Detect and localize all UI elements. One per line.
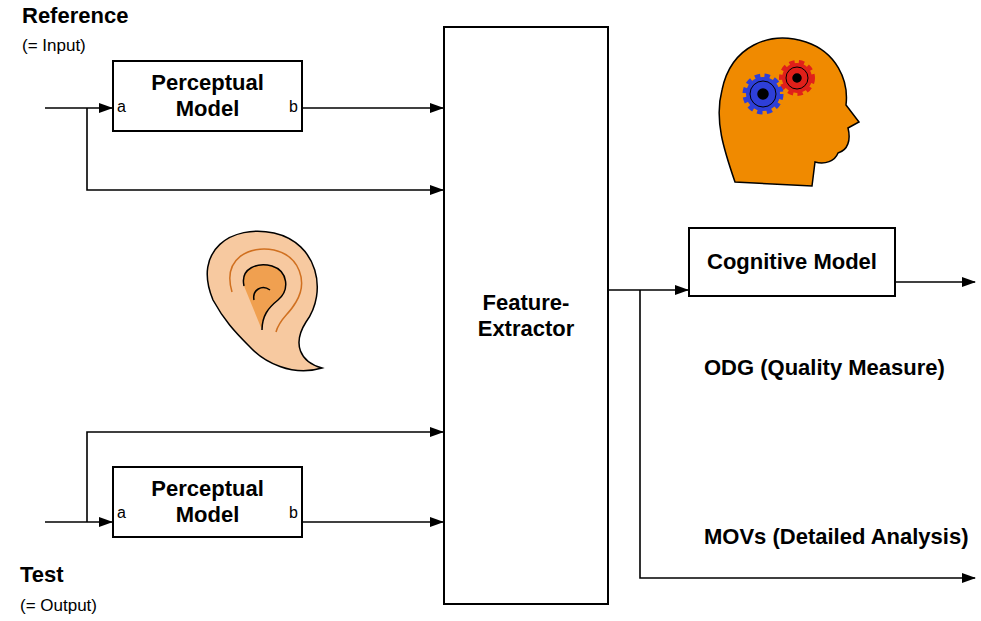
feature-extractor-box: Feature-Extractor xyxy=(443,26,609,605)
output-label: ODG (Quality Measure) xyxy=(704,353,964,383)
port-label: a xyxy=(117,504,126,522)
signal-arrow xyxy=(303,107,443,109)
box-title: Perceptual Model xyxy=(114,70,301,122)
input-note: (= Input) xyxy=(22,32,86,60)
input-label: Reference xyxy=(22,2,128,30)
output-label: MOVs (Detailed Analysis) xyxy=(704,522,974,552)
perceptual-model-box: aPerceptual Modelb xyxy=(112,466,303,538)
cognitive-model-box: Cognitive Model xyxy=(688,227,896,297)
output-label: Test xyxy=(20,561,64,589)
box-title: Perceptual Model xyxy=(114,476,301,528)
signal-arrow xyxy=(609,289,688,291)
port-label: a xyxy=(117,98,126,116)
head-icon xyxy=(719,38,859,186)
output-note: (= Output) xyxy=(20,592,97,620)
port-label: b xyxy=(289,98,298,116)
box-title: Feature-Extractor xyxy=(445,290,607,342)
box-title: Cognitive Model xyxy=(699,249,885,275)
ear-icon xyxy=(207,231,322,370)
signal-arrow xyxy=(303,521,443,523)
port-label: b xyxy=(289,504,298,522)
perceptual-model-box: aPerceptual Modelb xyxy=(112,60,303,132)
